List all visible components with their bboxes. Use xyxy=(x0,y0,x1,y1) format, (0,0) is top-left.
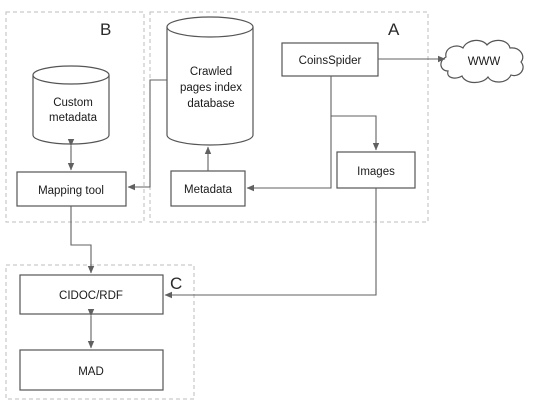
coins-spider-label: CoinsSpider xyxy=(299,55,362,67)
metadata-label: Metadata xyxy=(184,184,233,196)
region-label-b: B xyxy=(100,20,111,39)
cidoc-rdf-label: CIDOC/RDF xyxy=(59,290,123,302)
mapping-tool-label: Mapping tool xyxy=(38,185,104,197)
crawled-db-label-line-3: database xyxy=(187,98,234,110)
custom-metadata-label-line-2: metadata xyxy=(49,112,98,124)
crawled-db-label-line-1: Crawled xyxy=(190,66,232,78)
images-label: Images xyxy=(357,166,395,178)
region-label-a: A xyxy=(388,20,400,39)
cidoc-rdf-node: CIDOC/RDF xyxy=(19,274,164,315)
arrow-mapping-tool-to-cidoc-rdf xyxy=(70,206,95,274)
arrow-images-to-cidoc-rdf xyxy=(164,188,377,299)
crawled-pages-database: Crawled pages index database xyxy=(166,16,254,146)
crawled-db-label-line-2: pages index xyxy=(180,82,242,94)
region-b-boundary xyxy=(5,11,145,223)
region-label-c: C xyxy=(170,274,182,293)
arrow-coins-spider-to-metadata xyxy=(246,116,332,192)
metadata-node: Metadata xyxy=(170,170,246,207)
arrow-coins-spider-to-images xyxy=(330,76,380,151)
images-node: Images xyxy=(336,151,416,189)
www-label: WWW xyxy=(468,56,501,68)
arrow-crawled-db-to-mapping-tool xyxy=(127,79,167,191)
custom-metadata-database: Custom metadata xyxy=(32,65,110,145)
www-cloud: WWW xyxy=(440,39,524,84)
coins-spider-node: CoinsSpider xyxy=(281,42,379,77)
mad-node: MAD xyxy=(19,349,164,391)
mad-label: MAD xyxy=(78,366,104,378)
custom-metadata-label-line-1: Custom xyxy=(53,97,93,109)
mapping-tool-node: Mapping tool xyxy=(16,171,127,207)
region-c-boundary xyxy=(5,264,195,400)
